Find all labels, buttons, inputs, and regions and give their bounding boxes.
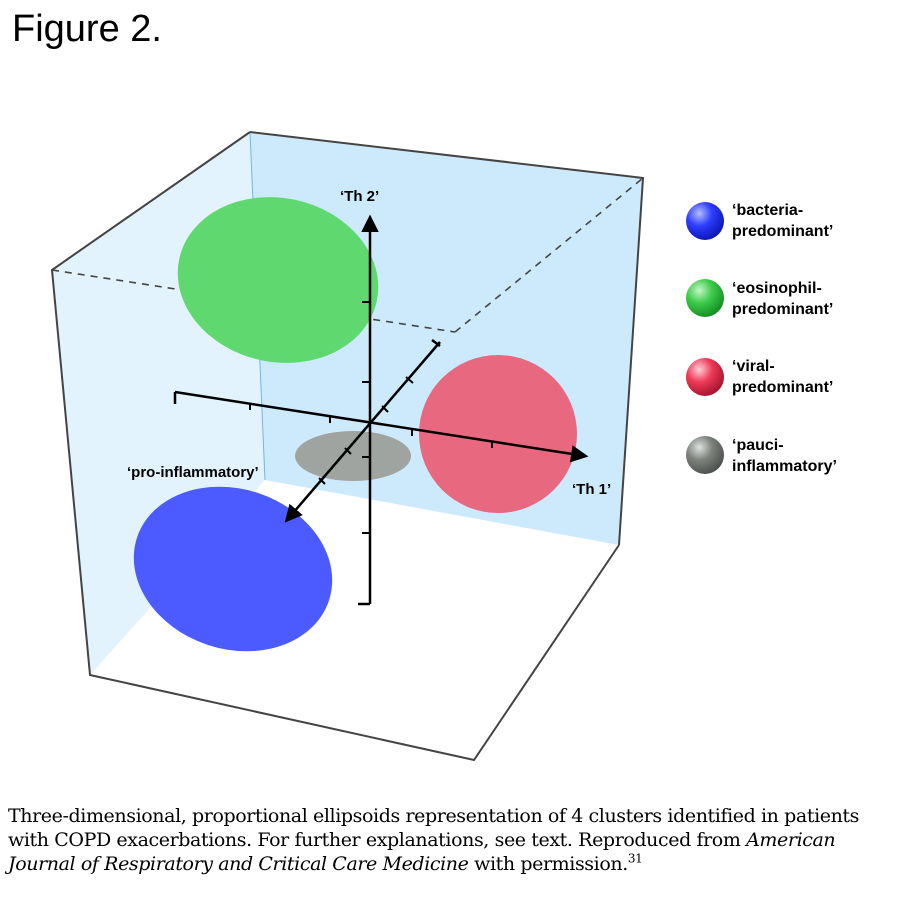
cube-edge (249, 131, 645, 546)
cluster-pauci-inflammatory (295, 431, 411, 481)
axis-label-pro-inflammatory: ‘pro-inflammatory’ (127, 464, 259, 481)
legend-swatch-bacteria (686, 202, 724, 240)
caption-text: Three-dimensional, proportional ellipsoi… (8, 805, 860, 851)
caption-journal: American Journal of Respiratory and Crit… (8, 829, 836, 875)
hidden-edge (454, 177, 644, 333)
caption-permission: with permission. (468, 853, 628, 875)
axis-label-th1: ‘Th 1’ (572, 481, 611, 498)
legend-swatch-viral (686, 358, 724, 396)
axis-pro-inflammatory (284, 341, 441, 523)
legend-label-pauci-line2: inflammatory’ (732, 458, 837, 475)
caption-reference: 31 (627, 851, 643, 866)
legend-swatch-pauci (686, 436, 724, 474)
hidden-edge (51, 269, 456, 333)
figure-title: Figure 2. (12, 8, 162, 50)
cluster-eosinophil-predominant (177, 197, 379, 363)
axis-label-th2: ‘Th 2’ (340, 188, 379, 205)
cluster-diagram: ‘Th 2’ ‘Th 1’ ‘pro-inflammatory’ ‘bacter… (50, 131, 837, 762)
cube-edge (50, 131, 620, 762)
axis-th1 (174, 390, 589, 463)
legend: ‘bacteria- predominant’ ‘eosinophil- pre… (686, 202, 837, 475)
legend-label-pauci-line1: ‘pauci- (732, 437, 784, 454)
axes (173, 214, 589, 606)
legend-label-viral-line1: ‘viral- (732, 358, 775, 375)
legend-label-viral-line2: predominant’ (732, 379, 833, 396)
legend-swatch-eosinophil (686, 279, 724, 317)
legend-label-bacteria-line2: predominant’ (732, 223, 833, 240)
legend-label-eosinophil-line1: ‘eosinophil- (732, 280, 822, 297)
legend-label-eosinophil-line2: predominant’ (732, 301, 833, 318)
legend-label-bacteria-line1: ‘bacteria- (732, 202, 803, 219)
cluster-bacteria-predominant (133, 486, 333, 652)
figure-caption: Three-dimensional, proportional ellipsoi… (8, 804, 896, 876)
cluster-viral-predominant (419, 355, 577, 513)
